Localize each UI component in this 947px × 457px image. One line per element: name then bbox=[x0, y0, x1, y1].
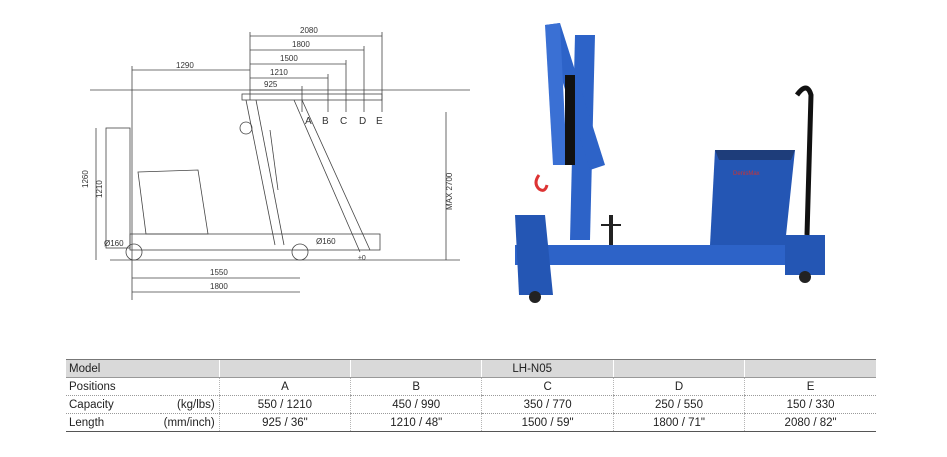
capacity-label: Capacity bbox=[66, 395, 161, 414]
length-e: 2080 / 82" bbox=[744, 413, 876, 432]
capacity-d: 250 / 550 bbox=[612, 395, 745, 414]
model-label: Model bbox=[66, 359, 161, 378]
length-d: 1800 / 71" bbox=[612, 413, 745, 432]
position-c: C bbox=[481, 377, 614, 396]
position-a: A bbox=[218, 377, 351, 396]
capacity-e: 150 / 330 bbox=[744, 395, 876, 414]
pos-c: C bbox=[340, 116, 347, 127]
length-a: 925 / 36" bbox=[218, 413, 351, 432]
dim-1210-height: 1210 bbox=[95, 180, 104, 198]
pos-b: B bbox=[322, 116, 329, 127]
position-b: B bbox=[350, 377, 482, 396]
length-row: Length (mm/inch) 925 / 36" 1210 / 48" 15… bbox=[66, 413, 876, 432]
length-label: Length bbox=[66, 413, 161, 432]
dim-1210: 1210 bbox=[270, 68, 288, 77]
product-photo: DenisMax bbox=[505, 15, 840, 305]
model-value: LH-N05 bbox=[481, 359, 614, 378]
pos-d: D bbox=[359, 116, 366, 127]
positions-label: Positions bbox=[66, 377, 161, 396]
spec-table: Model LH-N05 Positions A B C D E Capacit… bbox=[66, 359, 876, 432]
length-c: 1500 / 59" bbox=[481, 413, 614, 432]
dim-1800: 1800 bbox=[292, 40, 310, 49]
technical-drawing: 2080 1800 1500 1210 925 1290 A B C D E 1… bbox=[70, 20, 470, 300]
dim-2080: 2080 bbox=[300, 26, 318, 35]
capacity-row: Capacity (kg/lbs) 550 / 1210 450 / 990 3… bbox=[66, 395, 876, 414]
dim-925: 925 bbox=[264, 80, 278, 89]
capacity-b: 450 / 990 bbox=[350, 395, 482, 414]
wheel-right-dim: Ø160 bbox=[316, 237, 336, 246]
brand-label: DenisMax bbox=[733, 171, 760, 177]
zero-mark: ±0 bbox=[358, 255, 366, 262]
position-e: E bbox=[744, 377, 876, 396]
capacity-unit: (kg/lbs) bbox=[160, 395, 220, 414]
dim-1500: 1500 bbox=[280, 54, 298, 63]
length-unit: (mm/inch) bbox=[160, 413, 220, 432]
dim-max-2700: MAX 2700 bbox=[445, 172, 454, 210]
dim-1290: 1290 bbox=[176, 61, 194, 70]
dim-1550: 1550 bbox=[210, 268, 228, 277]
pos-a: A bbox=[305, 116, 312, 127]
pos-e: E bbox=[376, 116, 383, 127]
length-b: 1210 / 48" bbox=[350, 413, 482, 432]
position-d: D bbox=[612, 377, 745, 396]
positions-row: Positions A B C D E bbox=[66, 377, 876, 396]
capacity-a: 550 / 1210 bbox=[218, 395, 351, 414]
dim-1260: 1260 bbox=[81, 170, 90, 188]
capacity-c: 350 / 770 bbox=[481, 395, 614, 414]
dim-1800-bottom: 1800 bbox=[210, 282, 228, 291]
wheel-left-dim: Ø160 bbox=[104, 239, 124, 248]
model-row: Model LH-N05 bbox=[66, 359, 876, 378]
